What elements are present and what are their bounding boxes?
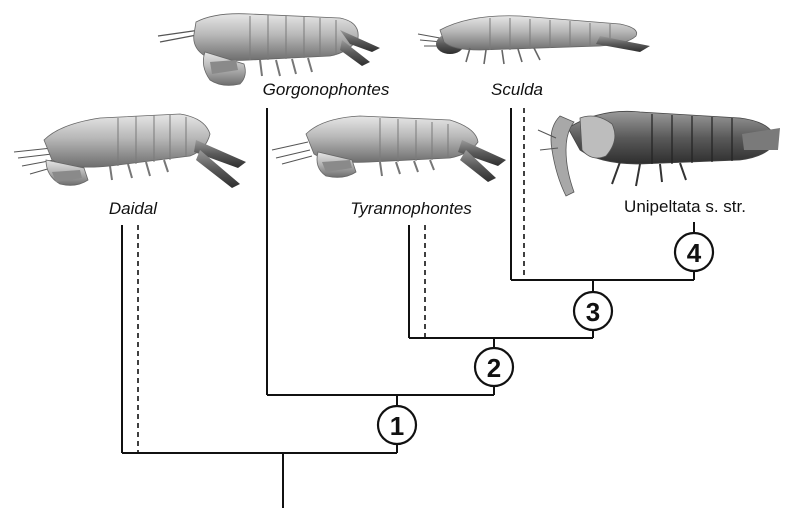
node-1-circle (376, 404, 418, 446)
node-4: 4 (673, 231, 715, 273)
label-sculda: Sculda (491, 80, 543, 99)
unipeltata-illustration (537, 111, 780, 197)
daidal-illustration (13, 113, 246, 188)
gorgonophontes-illustration (157, 13, 380, 86)
node-2: 2 (473, 346, 515, 388)
node-2-circle (473, 346, 515, 388)
node-1-number: 1 (390, 411, 404, 441)
node-3: 3 (572, 290, 614, 332)
node-1: 1 (376, 404, 418, 446)
node-3-number: 3 (586, 297, 600, 327)
label-gorgonophontes: Gorgonophontes (263, 80, 390, 99)
node-2-number: 2 (487, 353, 501, 383)
label-unipeltata: Unipeltata s. str. (624, 197, 746, 216)
node-3-circle (572, 290, 614, 332)
label-tyrannophontes: Tyrannophontes (350, 199, 472, 218)
node-4-circle (673, 231, 715, 273)
sculda-illustration (417, 15, 650, 65)
tyrannophontes-illustration (271, 115, 506, 182)
label-daidal: Daidal (109, 199, 158, 218)
node-4-number: 4 (687, 238, 702, 268)
